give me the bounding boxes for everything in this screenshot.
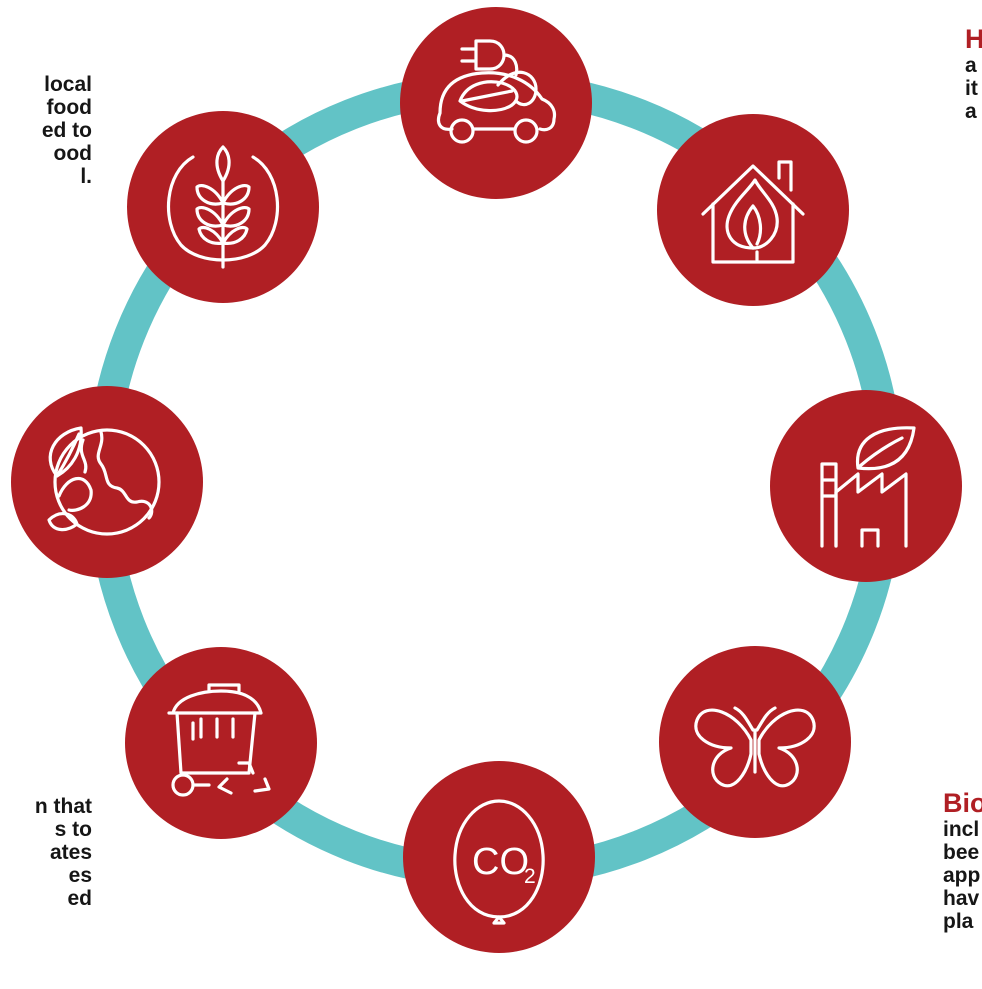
recycling-bin-icon xyxy=(167,683,271,797)
cycle-node xyxy=(125,647,317,839)
text-line: hav xyxy=(943,887,980,910)
text-line: app xyxy=(943,864,981,887)
text-line: a xyxy=(965,100,977,123)
cycle-node xyxy=(11,386,203,578)
text-line: ed to xyxy=(41,119,92,142)
text-line: n that xyxy=(34,795,92,818)
text-line: ed xyxy=(67,887,92,910)
cycle-node xyxy=(400,7,592,199)
text-line: pla xyxy=(943,910,974,933)
green-earth-icon xyxy=(47,426,161,536)
text-line: s to xyxy=(54,818,92,841)
text-line: it xyxy=(965,77,978,100)
section-heading: Bio xyxy=(943,788,982,818)
text-fragment-bottom-right: Bio incl bee app hav pla xyxy=(943,788,982,933)
text-line: l. xyxy=(80,165,92,188)
butterfly-icon xyxy=(694,706,816,788)
node-circle xyxy=(400,7,592,199)
co2-label: CO xyxy=(472,841,529,883)
text-fragment-bottom-left: n that s to ates es ed xyxy=(35,795,92,910)
text-line: ates xyxy=(49,841,92,864)
cycle-node xyxy=(657,114,849,306)
text-line: incl xyxy=(943,818,980,841)
text-fragment-top-left: local food ed to ood l. xyxy=(42,73,92,188)
co2-balloon-icon: CO 2 xyxy=(453,799,545,925)
wheat-icon xyxy=(167,145,279,269)
text-fragment-top-right: H a it a xyxy=(965,24,982,123)
text-line: es xyxy=(68,864,92,887)
section-heading: H xyxy=(965,24,982,54)
cycle-node xyxy=(770,390,962,582)
cycle-node: CO 2 xyxy=(403,761,595,953)
text-line: food xyxy=(46,96,92,119)
node-circle xyxy=(657,114,849,306)
text-line: ood xyxy=(53,142,92,165)
eco-home-icon xyxy=(701,160,805,264)
co2-subscript: 2 xyxy=(524,865,536,888)
text-line: bee xyxy=(943,841,980,864)
electric-car-icon xyxy=(436,39,557,144)
node-circle xyxy=(125,647,317,839)
node-circle xyxy=(403,761,595,953)
green-factory-icon xyxy=(820,426,916,548)
cycle-node xyxy=(127,111,319,303)
text-line: a xyxy=(965,54,977,77)
text-line: local xyxy=(44,73,92,96)
node-group: CO 2 xyxy=(11,7,962,953)
cycle-node xyxy=(659,646,851,838)
